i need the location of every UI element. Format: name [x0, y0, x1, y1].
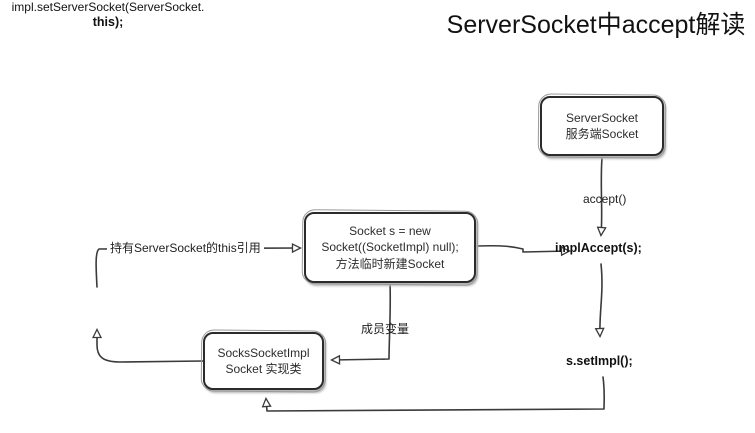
node-socket-impl: SocksSocketImpl Socket 实现类 — [203, 332, 324, 390]
node-temp-socket-label: Socket s = new Socket((SocketImpl) null)… — [321, 224, 459, 271]
edge-this-reference — [95, 248, 300, 288]
label-set-server-socket: impl.setServerSocket(ServerSocket. this)… — [0, 0, 216, 31]
label-set-server-socket-line1: impl.setServerSocket(ServerSocket. — [11, 0, 205, 14]
label-accept-call: accept() — [583, 192, 627, 206]
label-impl-accept: implAccept(s); — [555, 241, 642, 255]
edge-setimpl-to-implbox — [266, 376, 606, 412]
label-set-impl: s.setImpl(); — [566, 354, 633, 368]
node-temp-socket: Socket s = new Socket((SocketImpl) null)… — [304, 212, 476, 283]
node-socket-impl-label: SocksSocketImpl Socket 实现类 — [217, 345, 310, 376]
edge-implaccept-to-setimpl — [600, 263, 602, 336]
label-set-server-socket-line2: this); — [92, 15, 124, 29]
edge-implbox-to-setserversocket — [97, 330, 204, 363]
label-this-reference: 持有ServerSocket的this引用 — [107, 239, 264, 256]
edge-member-variable — [332, 282, 392, 360]
edge-accept-call — [601, 157, 602, 235]
edge-socket-to-implaccept — [476, 244, 569, 252]
label-member-variable: 成员变量 — [361, 322, 410, 336]
node-serversocket-label: ServerSocket 服务端Socket — [565, 110, 639, 141]
page-title: ServerSocket中accept解读 — [446, 11, 746, 39]
node-serversocket: ServerSocket 服务端Socket — [540, 96, 664, 156]
